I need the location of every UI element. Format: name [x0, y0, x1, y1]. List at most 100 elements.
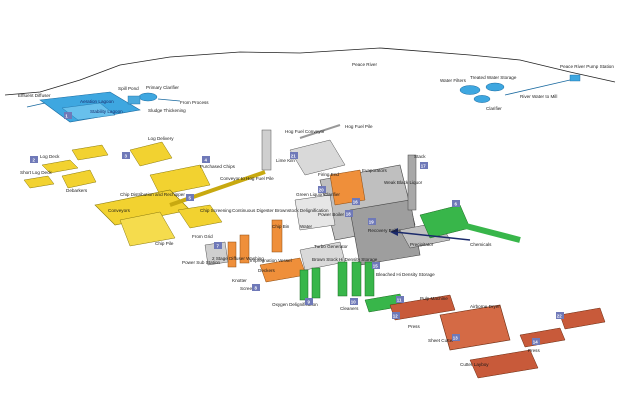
- badge-number: 9: [308, 299, 311, 304]
- label-airborne-dryer: Airborne Dryer: [470, 304, 500, 309]
- label-spill-pond: Spill Pond: [118, 86, 139, 91]
- airborne-dryer-shape: [439, 304, 511, 351]
- label-log-deck: Log Deck: [40, 154, 60, 159]
- badge-box: [352, 198, 360, 205]
- badge-box: [214, 242, 222, 249]
- badge-box: [305, 298, 313, 305]
- label-pump-station: Peace River Pump Station: [560, 64, 614, 69]
- badge-box: [392, 312, 400, 319]
- turbo-generator-shape: [294, 194, 336, 231]
- label-short-log-deck: Short Log Deck: [20, 170, 52, 175]
- label-deckers: Deckers: [258, 268, 276, 273]
- log-deck-shape: [41, 159, 79, 174]
- warehouse-shape: [559, 307, 606, 330]
- badge-number: 7: [217, 243, 220, 248]
- badge-number: 6: [455, 201, 458, 206]
- primary-clarifier-shape: [138, 92, 158, 102]
- badge-box: [345, 210, 353, 217]
- recovery-boiler-shape: [349, 199, 421, 266]
- label-conveyor-hog-fuel: Conveyor to Hog Fuel Pile: [220, 176, 274, 181]
- label-precipitator: Precipitator: [410, 242, 434, 247]
- log-delivery-shape: [129, 141, 173, 167]
- badge-number: 20: [319, 187, 324, 192]
- label-hog-fuel-pile: Hog Fuel Pile: [345, 124, 373, 129]
- label-bleached-storage: Bleached Hi Density Storage: [376, 272, 435, 277]
- badge-number: 16: [353, 199, 358, 204]
- process-pipe: [157, 98, 181, 102]
- label-treated-water-storage: Treated Water Storage: [470, 75, 517, 80]
- label-conveyors: Conveyors: [108, 208, 131, 213]
- bleaching-tower-2: [351, 261, 362, 297]
- oxygen-delignification-tower-2: [311, 267, 321, 299]
- chip-screening-shape: [177, 204, 223, 229]
- badge-number: 1: [65, 113, 68, 118]
- chip-bin-shape: [227, 241, 237, 268]
- evaporator-shape: [329, 169, 366, 206]
- badge-box: [122, 152, 130, 159]
- debarker-shape: [61, 169, 97, 189]
- stack-shape: [407, 154, 417, 211]
- continuous-digester-shape: [271, 219, 283, 253]
- pump-station-shape: [569, 74, 581, 82]
- label-stabilization-lagoon: Stability Lagoon: [90, 109, 123, 114]
- badge-box: [64, 112, 72, 119]
- hillside-outline: [4, 47, 616, 96]
- label-water: Water: [300, 224, 313, 229]
- label-debarkers: Debarkers: [66, 188, 88, 193]
- label-press: Press: [408, 324, 420, 329]
- label-power-boiler: Power Boiler: [318, 212, 345, 217]
- label-sludge-thickening: Sludge Thickening: [148, 108, 186, 113]
- hog-fuel-conveyor-line: [299, 124, 341, 139]
- oxygen-delignification-tower-1: [299, 269, 309, 301]
- label-impregnation-vessel: Impregnation Vessel: [250, 258, 292, 263]
- clarifier-shape: [473, 95, 491, 103]
- badge-box: [452, 334, 460, 341]
- badge-box: [202, 156, 210, 163]
- badge-box: [290, 152, 298, 159]
- water-filter-shape: [459, 85, 481, 95]
- baler-line-shape: [519, 327, 566, 348]
- label-brown-stock-storage: Brown Stock Hi Density Storage: [312, 257, 378, 262]
- badge-box: [186, 194, 194, 201]
- badge-number: 4: [205, 157, 208, 162]
- label-firing-end: Firing End: [318, 172, 339, 177]
- label-green-liquor-clarifier: Green Liquor Clarifier: [296, 192, 340, 197]
- label-pulp-machine: Pulp Machine: [420, 296, 448, 301]
- badge-box: [532, 338, 540, 345]
- badge-number: 22: [557, 313, 562, 318]
- badge-box: [30, 156, 38, 163]
- chemical-and-bleaching-area: [299, 204, 521, 313]
- label-knotter: Knotter: [232, 278, 247, 283]
- badge-box: [556, 312, 564, 319]
- badge-number: 10: [351, 299, 356, 304]
- label-evaporators: Evaporators: [362, 168, 387, 173]
- label-log-delivery: Log Delivery: [148, 136, 174, 141]
- badge-number: 19: [369, 219, 374, 224]
- label-stack: Stack: [414, 154, 426, 159]
- label-peace-river: Peace River: [352, 62, 377, 67]
- badge-box: [420, 162, 428, 169]
- lime-kiln-stack: [261, 129, 272, 171]
- badge-number: 8: [255, 285, 258, 290]
- badge-number: 3: [125, 153, 128, 158]
- label-oxygen-delignification: Oxygen Delignification: [272, 302, 318, 307]
- label-power-substation: Power Sub Station: [182, 260, 220, 265]
- label-cutter-layboy: Cutter Layboy: [460, 362, 489, 367]
- label-from-process: From Process: [180, 100, 209, 105]
- label-sheet-cutter: Sheet Cutter: [428, 338, 454, 343]
- badge-box: [350, 298, 358, 305]
- badge-box: [372, 262, 380, 269]
- label-press-right: Press: [528, 348, 540, 353]
- short-log-deck-shape: [23, 175, 55, 189]
- treated-water-tank-shape: [485, 82, 505, 92]
- label-continuous-digester: Continuous Digester Brownstock Delignifi…: [232, 208, 329, 213]
- badge-number: 17: [421, 163, 426, 168]
- log-unloader-shape: [71, 144, 109, 161]
- label-clarifier: Clarifier: [486, 106, 502, 111]
- badge-box: [318, 186, 326, 193]
- label-water-filters: Water Filters: [440, 78, 467, 83]
- badges: 1 2 3 4 5 6 7 8 9 10 11 12 13 14 15 16 1…: [30, 112, 564, 345]
- label-weak-black-liquor: Weak Black Liquor: [384, 180, 423, 185]
- chip-pile-shape: [119, 211, 176, 247]
